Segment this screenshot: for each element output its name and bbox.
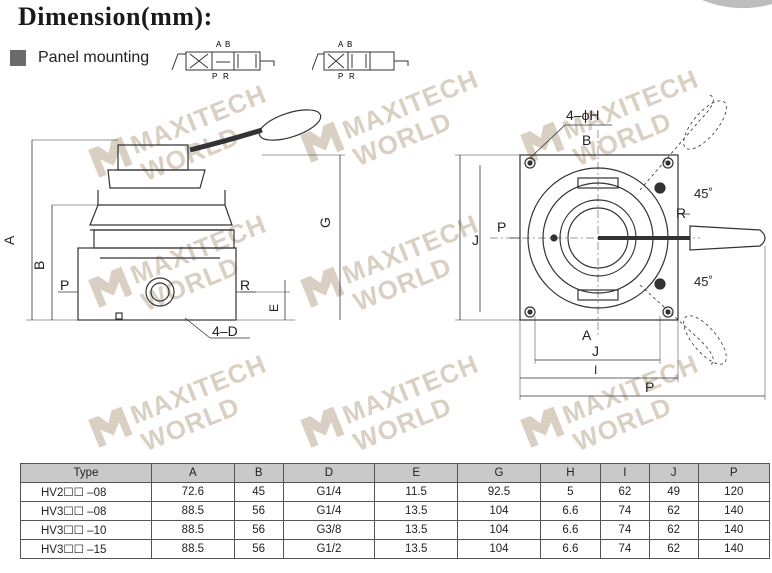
section-b-label: B: [582, 132, 591, 148]
col-g: G: [457, 463, 541, 483]
col-j: J: [648, 463, 699, 483]
panel-mounting-heading: Panel mounting: [10, 48, 149, 68]
panel-mounting-label: Panel mounting: [38, 49, 150, 66]
col-e: E: [374, 463, 459, 483]
cell: 62: [648, 539, 699, 559]
cell: 13.5: [374, 539, 459, 559]
page-title: Dimension(mm):: [18, 2, 213, 31]
cell: 13.5: [374, 501, 459, 521]
cell: 62: [599, 482, 650, 502]
col-h: H: [539, 463, 601, 483]
cell: G1/2: [282, 539, 376, 559]
cell: 13.5: [374, 520, 459, 540]
dim-d-label: 4–D: [212, 323, 238, 339]
port-r-label-2: R: [349, 72, 355, 80]
dim-j-vertical-label: J: [472, 232, 479, 248]
table-header-row: Type A B D E G H I J P: [20, 463, 771, 483]
section-a-label: A: [582, 327, 592, 343]
port-a-label-2: A: [338, 40, 344, 49]
dimension-drawing: A B G P R E 4–D: [1, 94, 766, 400]
cell: 74: [599, 520, 650, 540]
cell: 74: [599, 501, 650, 521]
cell: 62: [648, 520, 699, 540]
cell: G1/4: [282, 482, 376, 502]
cell-type: HV3☐☐ –08: [20, 501, 152, 521]
cell: 62: [648, 501, 699, 521]
col-p: P: [697, 463, 771, 483]
angle-bottom-label: 45˚: [694, 274, 713, 289]
dim-j-horizontal-label: J: [592, 343, 599, 359]
col-b: B: [233, 463, 284, 483]
cell: 56: [233, 501, 284, 521]
port-p-side-label: P: [497, 219, 506, 235]
cell: G3/8: [282, 520, 376, 540]
table-row: HV3☐☐ –08 88.5 56 G1/4 13.5 104 6.6 74 6…: [20, 501, 771, 521]
valve-symbol-detent: A B P R: [171, 40, 275, 80]
cell: 140: [697, 520, 771, 540]
cell: 88.5: [151, 539, 235, 559]
dim-h-label: 4–ϕH: [566, 107, 600, 123]
dim-e-label: E: [267, 304, 281, 312]
cell: 74: [599, 539, 650, 559]
port-r-side-label: R: [676, 205, 686, 221]
cell: 140: [697, 539, 771, 559]
corner-swoosh: [702, 0, 772, 9]
port-r-front-label: R: [240, 277, 250, 293]
cell: 72.6: [151, 482, 235, 502]
bullet-square-icon: [10, 50, 26, 66]
dim-g-label: G: [317, 217, 333, 228]
cell: 140: [697, 501, 771, 521]
cell-type: HV3☐☐ –15: [20, 539, 152, 559]
cell: 104: [457, 539, 541, 559]
cell: 56: [233, 520, 284, 540]
cell: 56: [233, 539, 284, 559]
port-p-front-label: P: [60, 277, 69, 293]
port-p-label-2: P: [338, 72, 343, 80]
cell: 104: [457, 520, 541, 540]
cell-type: HV3☐☐ –10: [20, 520, 152, 540]
dim-i-label: I: [594, 363, 597, 377]
col-a: A: [151, 463, 235, 483]
side-view: [455, 94, 766, 400]
port-p-label: P: [212, 72, 217, 80]
port-b-label: B: [225, 40, 230, 49]
col-d: D: [282, 463, 376, 483]
table-row: HV2☐☐ –08 72.6 45 G1/4 11.5 92.5 5 62 49…: [20, 482, 771, 502]
cell: 49: [648, 482, 699, 502]
angle-top-label: 45˚: [694, 186, 713, 201]
front-view: [26, 109, 345, 339]
dim-a-label: A: [1, 235, 17, 245]
table-row: HV3☐☐ –15 88.5 56 G1/2 13.5 104 6.6 74 6…: [20, 539, 771, 559]
cell: G1/4: [282, 501, 376, 521]
cell: 45: [233, 482, 284, 502]
dim-p-label: P: [645, 379, 654, 395]
port-b-label-2: B: [347, 40, 352, 49]
port-a-label: A: [216, 40, 222, 49]
col-type: Type: [20, 463, 152, 483]
cell: 11.5: [374, 482, 459, 502]
cell: 6.6: [539, 539, 601, 559]
cell: 5: [539, 482, 601, 502]
cell: 92.5: [457, 482, 541, 502]
cell: 104: [457, 501, 541, 521]
valve-symbol-spring: A B P R: [312, 40, 409, 80]
cell: 88.5: [151, 501, 235, 521]
port-r-label: R: [223, 72, 229, 80]
cell: 120: [697, 482, 771, 502]
dimension-table: Type A B D E G H I J P HV2☐☐ –08 72.6 45…: [20, 463, 771, 559]
cell: 88.5: [151, 520, 235, 540]
cell-type: HV2☐☐ –08: [20, 482, 152, 502]
col-i: I: [599, 463, 650, 483]
cell: 6.6: [539, 501, 601, 521]
dim-b-label: B: [31, 261, 47, 270]
table-row: HV3☐☐ –10 88.5 56 G3/8 13.5 104 6.6 74 6…: [20, 520, 771, 540]
cell: 6.6: [539, 520, 601, 540]
